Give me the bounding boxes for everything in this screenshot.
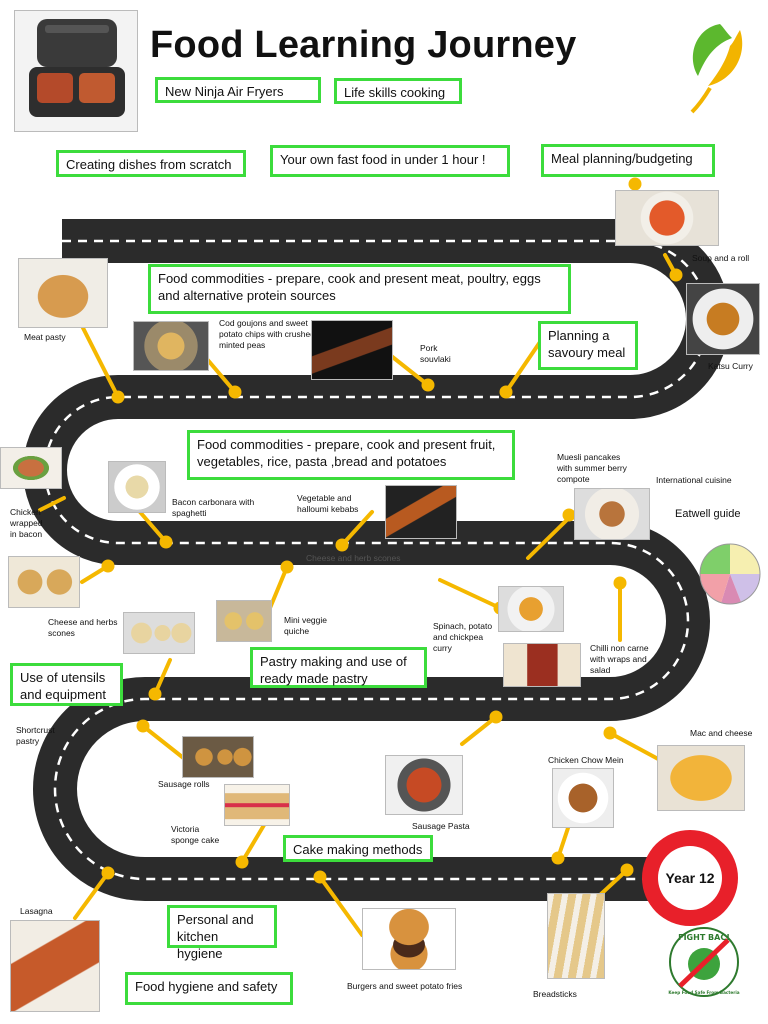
fight-bac-logo-icon: FIGHT BAC! Keep Food Safe From Bacteria: [668, 926, 740, 998]
veggie-quiche-image: [216, 600, 272, 642]
cod-goujons-image: [133, 321, 209, 371]
fight-bac-subtext: Keep Food Safe From Bacteria: [668, 990, 739, 995]
mac-cheese-image: [657, 745, 745, 811]
muesli-label: Muesli pancakes with summer berry compot…: [557, 452, 627, 484]
katsu-label: Katsu Curry: [708, 361, 753, 371]
shortcrust-label: Shortcrust pastry: [16, 725, 55, 746]
sausage-rolls-image: [182, 736, 254, 778]
cheese-scones-label: Cheese and herbs scones: [48, 617, 118, 638]
sausage-pasta-label: Sausage Pasta: [412, 821, 470, 831]
breadsticks-label: Breadsticks: [533, 989, 577, 999]
spinach-curry-image: [498, 586, 564, 632]
rolls-image: [123, 612, 195, 654]
meat-pasty-label: Meat pasty: [24, 332, 66, 342]
breadsticks-image: [547, 893, 605, 979]
carbonara-label: Bacon carbonara with spaghetti: [172, 497, 255, 518]
fast-food-box: Your own fast food in under 1 hour !: [270, 145, 510, 177]
commodities-protein-box: Food commodities - prepare, cook and pre…: [148, 264, 571, 314]
souvlaki-image: [311, 320, 393, 380]
air-fryer-image: [14, 10, 138, 132]
kebabs-label: Vegetable and halloumi kebabs: [297, 493, 359, 514]
katsu-image: [686, 283, 760, 355]
kebabs-image: [385, 485, 457, 539]
sausage-rolls-label: Sausage rolls: [158, 779, 210, 789]
muesli-pancakes-image: [574, 488, 650, 540]
chicken-bacon-image: [0, 447, 62, 489]
life-skills-box: Life skills cooking: [334, 78, 462, 104]
cake-methods-box: Cake making methods: [283, 835, 433, 862]
victoria-sponge-image: [224, 784, 290, 826]
eatwell-label: Eatwell guide: [675, 508, 741, 520]
sausage-pasta-image: [385, 755, 463, 815]
meat-pasty-image: [18, 258, 108, 328]
fight-bac-text: FIGHT BAC!: [678, 933, 730, 942]
burger-image: [362, 908, 456, 970]
cheese-herb-scones-image: [8, 556, 80, 608]
lasagna-image: [10, 920, 100, 1012]
cheese-herb-scones-road-label: Cheese and herb scones: [306, 553, 401, 563]
personal-hygiene-box: Personal and kitchen hygiene: [167, 905, 277, 961]
commodities-fruit-box: Food commodities - prepare, cook and pre…: [187, 430, 515, 480]
chow-mein-image: [552, 768, 614, 828]
year-12-label: Year 12: [658, 846, 722, 910]
chow-mein-label: Chicken Chow Mein: [548, 755, 624, 765]
soup-image: [615, 190, 719, 246]
ninja-air-fryers-box: New Ninja Air Fryers: [155, 77, 321, 103]
spinach-curry-label: Spinach, potato and chickpea curry: [433, 621, 493, 653]
year-12-finish: Year 12: [642, 830, 738, 926]
leaf-logo-icon: [686, 16, 750, 116]
scratch-cooking-box: Creating dishes from scratch: [56, 150, 246, 177]
utensils-box: Use of utensils and equipment: [10, 663, 123, 706]
carbonara-image: [108, 461, 166, 513]
food-safety-box: Food hygiene and safety: [125, 972, 293, 1005]
veggie-quiche-label: Mini veggie quiche: [284, 615, 327, 636]
meal-planning-box: Meal planning/budgeting: [541, 144, 715, 177]
soup-label: Soup and a roll: [692, 253, 750, 263]
chilli-label: Chilli non carne with wraps and salad: [590, 643, 649, 675]
cod-goujons-label: Cod goujons and sweet potato chips with …: [219, 318, 315, 350]
page-title: Food Learning Journey: [150, 24, 577, 66]
souvlaki-label: Pork souvlaki: [420, 343, 451, 364]
victoria-sponge-label: Victoria sponge cake: [171, 824, 220, 845]
chicken-bacon-label: Chicken wrapped in bacon: [10, 507, 43, 539]
international-label: International cuisine: [656, 475, 732, 485]
eatwell-plate-icon: [699, 543, 761, 605]
chilli-image: [503, 643, 581, 687]
mac-cheese-label: Mac and cheese: [690, 728, 753, 738]
lasagna-label: Lasagna: [20, 906, 53, 916]
burgers-label: Burgers and sweet potato fries: [347, 981, 463, 991]
pastry-box: Pastry making and use of ready made past…: [250, 647, 427, 688]
planning-savoury-box: Planning a savoury meal: [538, 321, 638, 370]
